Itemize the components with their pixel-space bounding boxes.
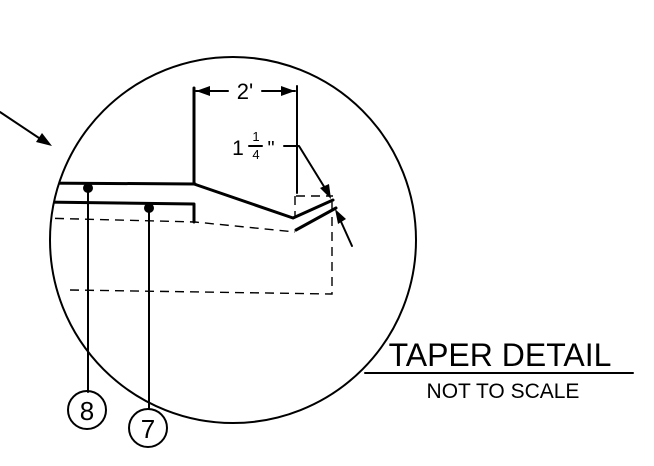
taper-profile [192, 86, 335, 220]
hidden-outline-lower [50, 217, 296, 233]
detail-title: TAPER DETAIL [389, 337, 612, 373]
detail-subtitle: NOT TO SCALE [427, 380, 580, 403]
dim-depth-whole: 1 [232, 137, 244, 160]
dim-width-label: 2' [237, 79, 253, 104]
detail-leader-line [0, 111, 43, 141]
dim-arrow-left [196, 86, 210, 96]
callout-label-8: 8 [80, 396, 94, 426]
callout-bubble-8 [67, 390, 107, 430]
dim-depth-arrow-top [320, 184, 331, 199]
dim-depth-numerator: 1 [252, 129, 259, 144]
slab-lower-line [50, 200, 196, 224]
dim-arrow-right [281, 86, 295, 96]
dim-depth-leader [283, 145, 329, 194]
detail-circle [49, 56, 417, 424]
taper-profile-lower [294, 206, 338, 232]
slab-top-line [50, 181, 197, 186]
dim-depth-denominator: 4 [252, 147, 259, 162]
detail-leader-arrowhead [36, 133, 52, 146]
callout-label-7: 7 [141, 414, 155, 444]
dim-depth-unit: " [267, 138, 274, 160]
dim-depth-arrow-bottom [335, 209, 346, 224]
hidden-outline-bottom [69, 200, 333, 295]
callout-bubble-7 [128, 408, 168, 448]
